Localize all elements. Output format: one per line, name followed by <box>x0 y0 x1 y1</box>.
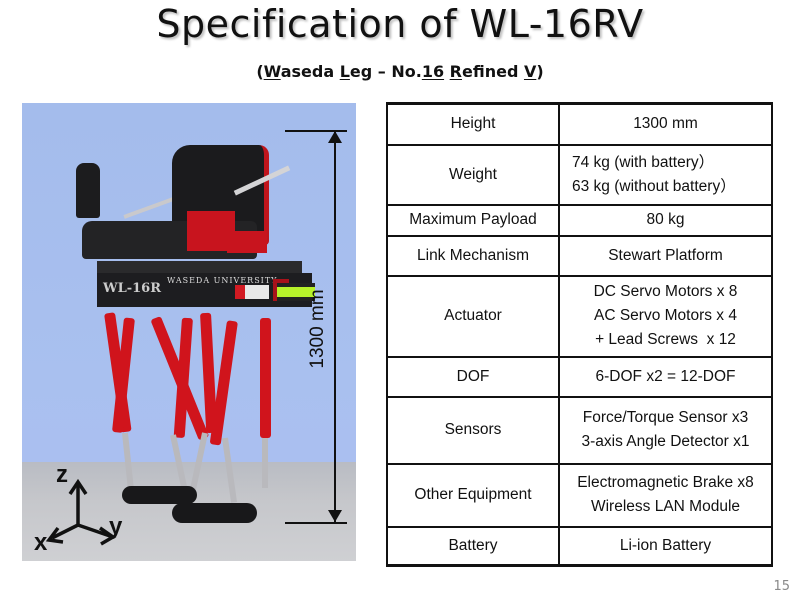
spec-value-line: 63 kg (without battery） <box>572 177 736 195</box>
coordinate-axes-icon <box>45 478 117 546</box>
robot-foot <box>122 486 197 504</box>
subtitle-paren-open: ( <box>256 62 264 81</box>
spec-key: Other Equipment <box>386 462 560 528</box>
spec-value-line: Force/Torque Sensor x3 <box>582 409 749 426</box>
slide-title: Specification of WL-16RV <box>156 2 644 46</box>
robot-leg-rod <box>262 438 268 488</box>
robot-platform <box>97 261 302 275</box>
robot-body-label: WASEDA UNIVERSITY <box>167 276 278 285</box>
robot-foot <box>172 503 257 523</box>
dimension-tick-bottom <box>285 522 347 524</box>
spec-value-line: Li-ion Battery <box>619 536 712 554</box>
robot-sticker <box>235 285 269 299</box>
robot-photo: WL-16R WASEDA UNIVERSITY z y x <box>22 103 356 561</box>
spec-value-line: 1300 mm <box>633 115 698 133</box>
arrow-down-icon <box>328 510 342 522</box>
spec-value: Electromagnetic Brake x8 Wireless LAN Mo… <box>558 462 773 528</box>
spec-key: Sensors <box>386 395 560 465</box>
spec-value: DC Servo Motors x 8 AC Servo Motors x 4 … <box>558 274 773 358</box>
spec-key: Battery <box>386 525 560 567</box>
spec-key: Maximum Payload <box>386 203 560 237</box>
table-row: Height 1300 mm <box>386 102 773 146</box>
spec-value-line: Wireless LAN Module <box>590 498 741 515</box>
subtitle-text: eg – No. <box>349 62 422 81</box>
spec-value: Force/Torque Sensor x3 3-axis Angle Dete… <box>558 395 773 465</box>
spec-value: 80 kg <box>558 203 773 237</box>
table-row: Weight 74 kg (with battery） 63 kg (witho… <box>386 143 773 206</box>
spec-value: Stewart Platform <box>558 234 773 277</box>
spec-value: 1300 mm <box>558 102 773 146</box>
subtitle-text: aseda <box>280 62 340 81</box>
page-number: 15 <box>773 579 790 594</box>
table-row: Actuator DC Servo Motors x 8 AC Servo Mo… <box>386 274 773 358</box>
spec-value: 74 kg (with battery） 63 kg (without batt… <box>558 143 773 206</box>
spec-key: DOF <box>386 355 560 398</box>
spec-value-line: 80 kg <box>646 211 685 228</box>
subtitle-underlined-r: R <box>449 62 462 81</box>
robot-logo: WL-16R <box>103 281 162 296</box>
spec-value-line: DC Servo Motors x 8 <box>593 283 738 300</box>
spec-value-line: 74 kg (with battery） <box>572 153 715 171</box>
table-row: Maximum Payload 80 kg <box>386 203 773 237</box>
spec-value-line: + Lead Screws x 12 <box>595 331 736 348</box>
axis-label-z: z <box>56 461 68 488</box>
subtitle-underlined-16: 16 <box>421 62 445 81</box>
subtitle-underlined-w: W <box>263 62 281 81</box>
spec-value: Li-ion Battery <box>558 525 773 567</box>
spec-value-line: Stewart Platform <box>608 246 723 264</box>
spec-key: Weight <box>386 143 560 206</box>
robot-seat-headrest <box>76 163 100 218</box>
dimension-line <box>334 130 336 522</box>
table-row: Sensors Force/Torque Sensor x3 3-axis An… <box>386 395 773 465</box>
spec-value-line: 6-DOF x2 = 12-DOF <box>595 367 736 385</box>
arrow-up-icon <box>328 131 342 143</box>
table-row: DOF 6-DOF x2 = 12-DOF <box>386 355 773 398</box>
spec-table: Height 1300 mm Weight 74 kg (with batter… <box>386 102 773 567</box>
spec-value: 6-DOF x2 = 12-DOF <box>558 355 773 398</box>
table-row: Link Mechanism Stewart Platform <box>386 234 773 277</box>
table-row: Battery Li-ion Battery <box>386 525 773 567</box>
axis-label-x: x <box>34 529 48 556</box>
table-row: Other Equipment Electromagnetic Brake x8… <box>386 462 773 528</box>
dimension-tick-top <box>285 130 347 132</box>
axis-label-y: y <box>109 513 123 540</box>
robot-leg <box>260 318 271 438</box>
spec-value-line: AC Servo Motors x 4 <box>594 307 737 324</box>
spec-value-line: 3-axis Angle Detector x1 <box>581 433 750 450</box>
robot-green-bar <box>277 283 315 301</box>
robot-seat-red-panel <box>227 231 267 253</box>
spec-key: Actuator <box>386 274 560 358</box>
slide-subtitle: (Waseda Leg – No.16 Refined V) <box>0 62 800 81</box>
spec-key: Height <box>386 102 560 146</box>
subtitle-text: efined <box>461 62 524 81</box>
subtitle-underlined-v: V <box>523 62 537 81</box>
subtitle-underlined-l: L <box>339 62 350 81</box>
dimension-label: 1300 mm <box>307 289 328 369</box>
subtitle-paren-close: ) <box>536 62 544 81</box>
spec-value-line: Electromagnetic Brake x8 <box>577 474 754 491</box>
spec-key: Link Mechanism <box>386 234 560 277</box>
